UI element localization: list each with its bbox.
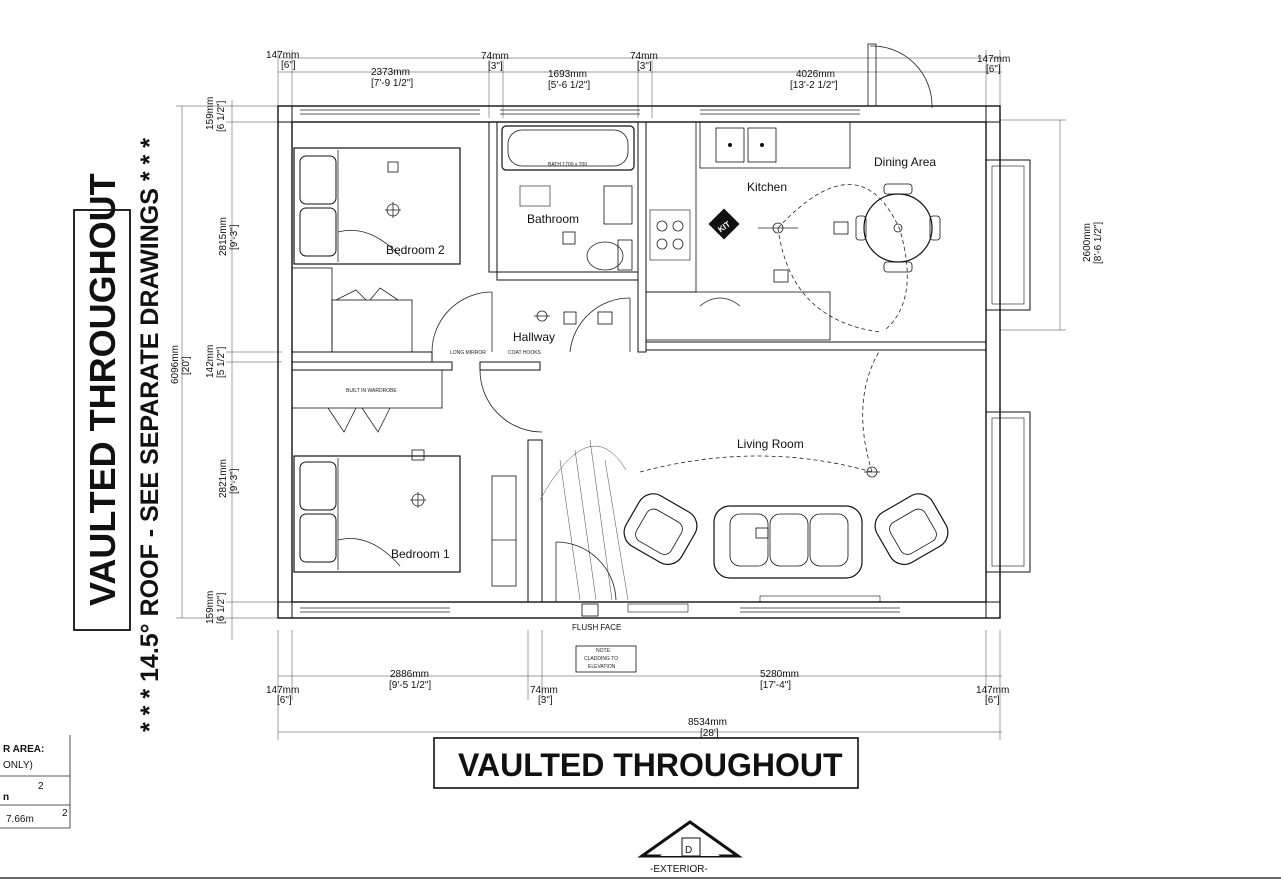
front-door-area: FLUSH FACE NOTE: CLADDING TO ELEVATION <box>572 603 637 673</box>
dim-left-2821-imp: [9'-3"] <box>229 468 240 494</box>
bottom-dimensions: 147mm [6"] 2886mm [9'-5 1/2"] 74mm [3"] … <box>266 630 1009 740</box>
area-subheading: ONLY) <box>3 760 33 771</box>
room-label-hallway: Hallway <box>513 330 555 344</box>
exterior-tag-letter: D <box>685 845 692 856</box>
note-title: NOTE: <box>596 648 611 654</box>
dim-top-4026: 4026mm <box>796 69 835 80</box>
dim-top-147-left: 147mm <box>266 50 299 61</box>
dim-left-6096: 6096mm <box>170 345 181 384</box>
bathroom-fixtures: BATH 1700 x 700 <box>501 125 635 271</box>
area-table: R AREA: ONLY) n 2 7.66m 2 <box>0 735 71 829</box>
left-dimensions: 159mm [6 1/2"] 2815mm [9'-3"] 142mm [5 1… <box>170 97 282 640</box>
flush-face-label: FLUSH FACE <box>572 623 621 632</box>
dim-top-74-b-imp: [3"] <box>637 61 652 72</box>
dim-left-2821: 2821mm <box>218 459 229 498</box>
dim-bottom-overall: 8534mm <box>688 717 727 728</box>
top-dimensions: 147mm [6"] 2373mm [7'-9 1/2"] 74mm [3"] … <box>266 50 1010 118</box>
dim-top-147-left-imp: [6"] <box>281 60 296 71</box>
dim-top-74-a: 74mm <box>481 51 509 62</box>
room-label-living: Living Room <box>737 437 804 451</box>
dim-bottom-147-left: 147mm <box>266 685 299 696</box>
dim-bottom-74: 74mm <box>530 685 558 696</box>
dim-bottom-5280: 5280mm <box>760 669 799 680</box>
dim-top-2373-imp: [7'-9 1/2"] <box>371 78 413 89</box>
room-label-bedroom2: Bedroom 2 <box>386 243 445 257</box>
dim-left-6096-imp: [20'] <box>181 356 192 375</box>
dim-left-159-top: 159mm <box>205 97 216 130</box>
dim-left-2815-imp: [9'-3"] <box>229 224 240 250</box>
note-body1: CLADDING TO <box>584 656 618 662</box>
bedroom1-furniture: BUILT IN WARDROBE <box>293 388 517 587</box>
dim-left-159-top-imp: [6 1/2"] <box>216 100 227 132</box>
dim-top-2373: 2373mm <box>371 67 410 78</box>
dim-bottom-74-imp: [3"] <box>538 695 553 706</box>
roof-note-text: * * * 14.5° ROOF - SEE SEPARATE DRAWINGS… <box>136 138 164 732</box>
area-row1-sup: 2 <box>38 781 44 792</box>
dim-top-1693: 1693mm <box>548 69 587 80</box>
dim-top-74-a-imp: [3"] <box>488 61 503 72</box>
dim-bottom-2886: 2886mm <box>390 669 429 680</box>
dim-bottom-147-right: 147mm <box>976 685 1009 696</box>
room-label-bedroom1: Bedroom 1 <box>391 547 450 561</box>
internal-walls <box>291 121 987 603</box>
dim-top-4026-imp: [13'-2 1/2"] <box>790 80 838 91</box>
dim-right-2600-imp: [8'-6 1/2"] <box>1093 222 1104 264</box>
dim-top-74-b: 74mm <box>630 51 658 62</box>
bedroom2-furniture <box>293 147 461 301</box>
dim-bottom-overall-imp: [28'] <box>700 728 719 739</box>
long-mirror-label: LONG MIRROR <box>450 350 486 356</box>
room-label-kitchen: Kitchen <box>747 180 787 194</box>
exterior-tag-label: -EXTERIOR- <box>650 864 708 875</box>
dim-top-1693-imp: [5'-6 1/2"] <box>548 80 590 91</box>
built-in-wardrobe-label: BUILT IN WARDROBE <box>346 388 397 394</box>
dim-right-2600: 2600mm <box>1082 223 1093 262</box>
rear-door-swing <box>869 45 933 109</box>
right-dimensions: 2600mm [8'-6 1/2"] <box>1000 119 1104 331</box>
area-row2-sup: 2 <box>62 808 68 819</box>
vaulted-throughout-bottom-banner: VAULTED THROUGHOUT <box>433 737 859 789</box>
room-label-bathroom: Bathroom <box>527 212 579 226</box>
living-room-furniture <box>539 349 949 613</box>
hallway-fixtures: COAT HOOKS LONG MIRROR <box>431 291 631 433</box>
note-body2: ELEVATION <box>588 664 616 670</box>
dim-bottom-147-right-imp: [6"] <box>985 695 1000 706</box>
dim-bottom-147-left-imp: [6"] <box>277 695 292 706</box>
dim-left-159-bot-imp: [6 1/2"] <box>216 592 227 624</box>
area-heading: R AREA: <box>3 744 44 755</box>
vaulted-throughout-bottom-text: VAULTED THROUGHOUT <box>458 747 843 783</box>
vaulted-throughout-left-text: VAULTED THROUGHOUT <box>82 173 123 606</box>
exterior-section-tag: D -EXTERIOR- <box>637 820 743 875</box>
dim-left-142: 142mm <box>205 345 216 378</box>
dim-left-159-bot: 159mm <box>205 591 216 624</box>
dim-bottom-2886-imp: [9'-5 1/2"] <box>389 680 431 691</box>
dim-top-147-right: 147mm <box>977 54 1010 65</box>
dim-left-2815: 2815mm <box>218 217 229 256</box>
dim-top-147-right-imp: [6"] <box>986 64 1001 75</box>
vaulted-throughout-left-banner: VAULTED THROUGHOUT <box>73 173 131 631</box>
area-row2: 7.66m <box>6 814 34 825</box>
bath-label: BATH 1700 x 700 <box>548 162 587 168</box>
dim-left-142-imp: [5 1/2"] <box>216 346 227 378</box>
dim-bottom-5280-imp: [17'-4"] <box>760 680 791 691</box>
area-row1: n <box>3 792 9 803</box>
room-label-dining: Dining Area <box>874 155 936 169</box>
coat-hooks-label: COAT HOOKS <box>508 350 542 356</box>
